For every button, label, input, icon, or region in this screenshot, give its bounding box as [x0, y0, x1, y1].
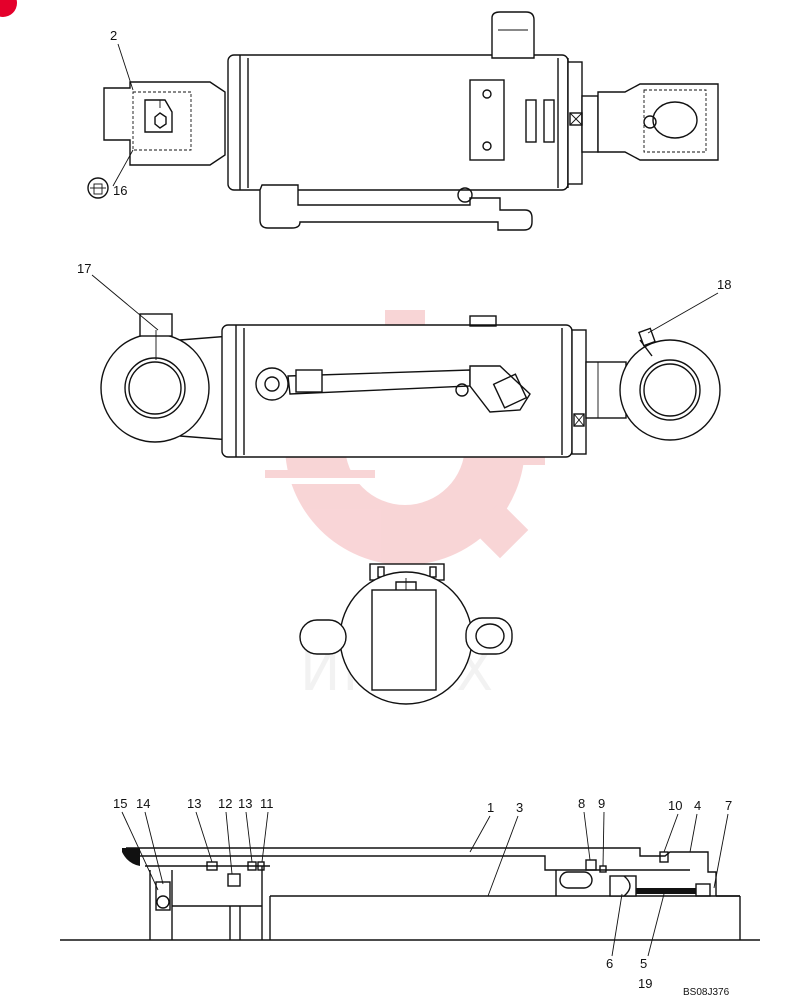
- callout-10: 10: [668, 798, 682, 813]
- callout-17: 17: [77, 261, 91, 276]
- callout-13a: 13: [187, 796, 201, 811]
- callout-6: 6: [606, 956, 613, 971]
- callout-14: 14: [136, 796, 150, 811]
- callout-18: 18: [717, 277, 731, 292]
- callout-11: 11: [260, 796, 274, 811]
- seal-bushing: [636, 888, 696, 894]
- callout-13b: 13: [238, 796, 252, 811]
- callout-19: 19: [638, 976, 652, 991]
- callout-9: 9: [598, 796, 605, 811]
- callout-12: 12: [218, 796, 232, 811]
- callout-15: 15: [113, 796, 127, 811]
- grease-fitting-icon: [87, 177, 109, 199]
- weld-mark: [122, 848, 140, 866]
- section-view: 15 14 13 12 13 11 1 3 8 9 10 4 7 6 5 19: [60, 796, 760, 991]
- top-view: 2 16: [87, 11, 719, 231]
- corner-mark: [0, 0, 17, 17]
- callout-16: 16: [113, 183, 127, 198]
- callout-4: 4: [694, 798, 701, 813]
- drawing-code: BS08J376: [683, 987, 730, 998]
- callout-1: 1: [487, 800, 494, 815]
- callout-7: 7: [725, 798, 732, 813]
- callout-8: 8: [578, 796, 585, 811]
- callout-3: 3: [516, 800, 523, 815]
- callout-5: 5: [640, 956, 647, 971]
- end-view: [299, 563, 513, 705]
- side-view: 17 18: [77, 261, 731, 458]
- callout-2: 2: [110, 28, 117, 43]
